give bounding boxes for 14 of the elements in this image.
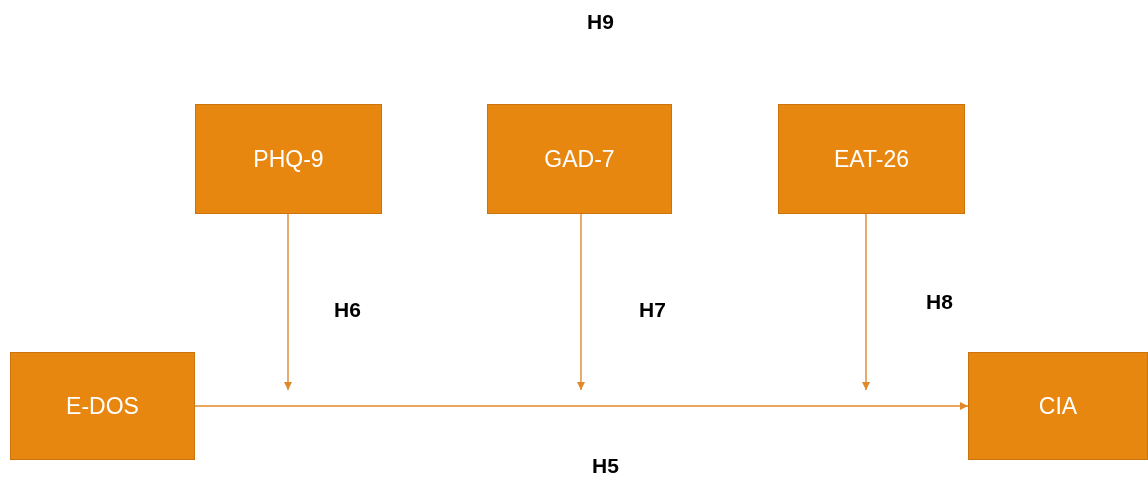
process-box: [487, 104, 672, 214]
process-box: [778, 104, 965, 214]
process-box: [195, 104, 382, 214]
box-label: GAD-7: [544, 145, 615, 173]
arrow: [862, 213, 870, 391]
box-label: PHQ-9: [253, 145, 324, 173]
process-box: [10, 352, 195, 460]
arrow: [194, 402, 969, 410]
box-label: EAT-26: [834, 145, 909, 173]
arrow: [284, 213, 292, 391]
arrow: [577, 213, 585, 391]
box-label: E-DOS: [66, 392, 139, 420]
box-label: CIA: [1038, 392, 1078, 420]
process-box: [968, 352, 1148, 460]
